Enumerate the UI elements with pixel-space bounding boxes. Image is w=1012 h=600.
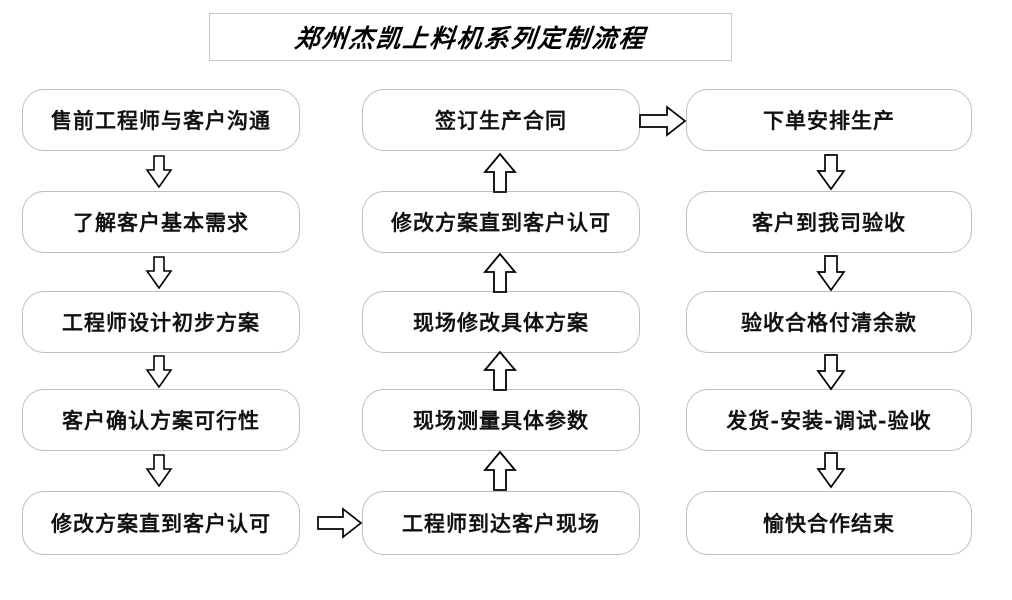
node-middle-5[interactable]: 工程师到达客户现场 xyxy=(362,491,640,555)
arrow-up-icon xyxy=(479,450,521,492)
node-middle-4[interactable]: 现场测量具体参数 xyxy=(362,389,640,451)
node-label: 工程师到达客户现场 xyxy=(402,511,600,536)
arrow-up-icon xyxy=(479,252,521,294)
node-label: 现场测量具体参数 xyxy=(413,408,589,433)
node-label: 修改方案直到客户认可 xyxy=(391,210,611,235)
node-middle-2[interactable]: 修改方案直到客户认可 xyxy=(362,191,640,253)
node-right-1[interactable]: 下单安排生产 xyxy=(686,89,972,151)
arrow-up-icon xyxy=(479,152,521,194)
arrow-down-icon xyxy=(142,454,176,488)
node-middle-1[interactable]: 签订生产合同 xyxy=(362,89,640,151)
node-middle-3[interactable]: 现场修改具体方案 xyxy=(362,291,640,353)
node-label: 客户到我司验收 xyxy=(752,210,906,235)
node-label: 下单安排生产 xyxy=(763,108,895,133)
arrow-right-icon xyxy=(316,506,364,540)
node-label: 修改方案直到客户认可 xyxy=(51,511,271,536)
arrow-down-icon xyxy=(142,355,176,389)
node-left-1[interactable]: 售前工程师与客户沟通 xyxy=(22,89,300,151)
node-label: 售前工程师与客户沟通 xyxy=(51,108,271,133)
node-label: 了解客户基本需求 xyxy=(73,210,249,235)
node-label: 愉快合作结束 xyxy=(763,511,895,536)
node-right-2[interactable]: 客户到我司验收 xyxy=(686,191,972,253)
node-left-5[interactable]: 修改方案直到客户认可 xyxy=(22,491,300,555)
node-label: 发货-安装-调试-验收 xyxy=(726,408,932,433)
node-label: 客户确认方案可行性 xyxy=(62,408,260,433)
arrow-down-icon xyxy=(142,155,176,189)
node-label: 签订生产合同 xyxy=(435,108,567,133)
arrow-right-icon xyxy=(638,103,688,139)
node-right-4[interactable]: 发货-安装-调试-验收 xyxy=(686,389,972,451)
node-left-4[interactable]: 客户确认方案可行性 xyxy=(22,389,300,451)
node-left-3[interactable]: 工程师设计初步方案 xyxy=(22,291,300,353)
page-title: 郑州杰凯上料机系列定制流程 xyxy=(293,24,648,53)
node-label: 工程师设计初步方案 xyxy=(62,310,260,335)
node-right-3[interactable]: 验收合格付清余款 xyxy=(686,291,972,353)
node-left-2[interactable]: 了解客户基本需求 xyxy=(22,191,300,253)
arrow-down-icon xyxy=(142,256,176,290)
arrow-up-icon xyxy=(479,350,521,392)
node-right-5[interactable]: 愉快合作结束 xyxy=(686,491,972,555)
arrow-down-icon xyxy=(812,154,850,192)
arrow-down-icon xyxy=(812,452,850,490)
chart-title-box: 郑州杰凯上料机系列定制流程 xyxy=(209,13,732,61)
arrow-down-icon xyxy=(812,255,850,293)
node-label: 验收合格付清余款 xyxy=(741,310,917,335)
node-label: 现场修改具体方案 xyxy=(413,310,589,335)
arrow-down-icon xyxy=(812,354,850,392)
